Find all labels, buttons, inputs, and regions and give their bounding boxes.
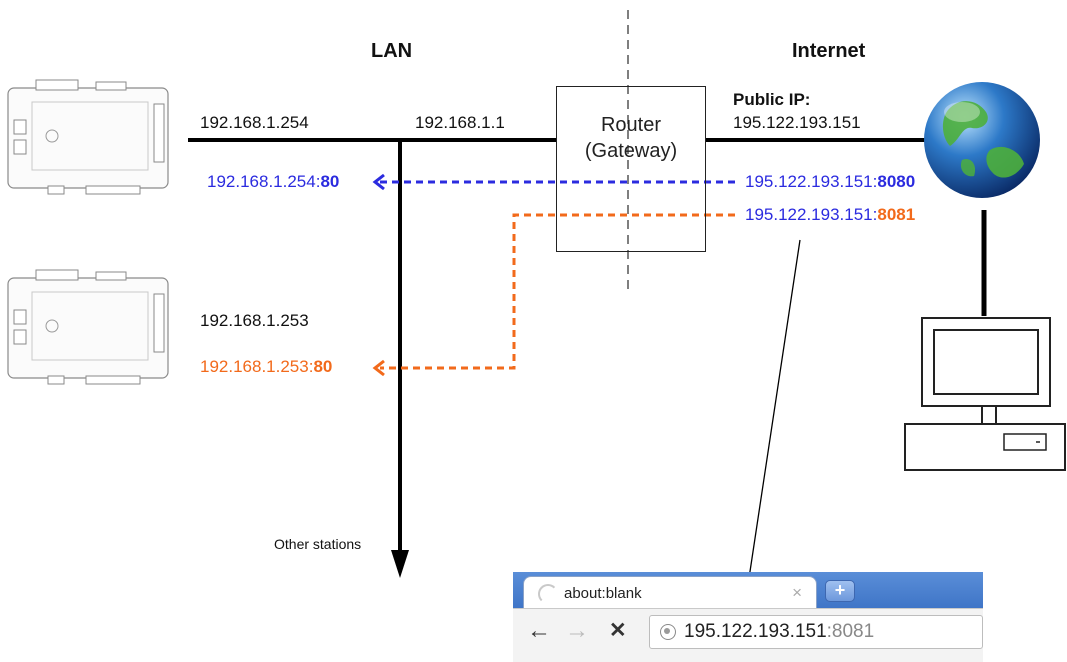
internal-address-blue: 192.168.1.254:80 (207, 172, 339, 192)
controller-device-icon (7, 269, 169, 385)
internal-host: 192.168.1.253: (200, 357, 314, 376)
external-host: 195.122.193.151: (745, 172, 878, 191)
router-lan-ip: 192.168.1.1 (415, 113, 505, 132)
device2-ip: 192.168.1.253 (200, 311, 309, 330)
router-box (556, 86, 706, 252)
globe-icon (924, 82, 1040, 198)
url-pointer-line (745, 239, 801, 599)
external-address-blue: 195.122.193.151:8080 (745, 172, 915, 192)
external-port: 8081 (877, 205, 916, 224)
lan-zone-title: LAN (371, 40, 413, 62)
tab-loading-icon (538, 584, 558, 604)
public-ip-label: Public IP: (733, 90, 811, 109)
tab-title: about:blank (564, 585, 642, 602)
new-tab-button[interactable]: + (825, 580, 855, 602)
internal-port: 80 (320, 172, 340, 191)
internet-zone-title: Internet (792, 40, 866, 62)
browser-tab[interactable]: about:blank × (523, 576, 817, 610)
device1-ip: 192.168.1.254 (200, 113, 309, 132)
back-arrow-icon[interactable]: ← (527, 617, 551, 644)
forward-arrow-icon[interactable]: → (565, 617, 589, 644)
tab-close-icon[interactable]: × (792, 583, 802, 602)
external-address-orange: 195.122.193.151:8081 (745, 205, 915, 225)
controller-device-icon (7, 79, 169, 195)
stop-icon[interactable]: ✕ (609, 619, 627, 642)
browser-tab-strip: about:blank × + (513, 572, 983, 610)
external-host: 195.122.193.151: (745, 205, 878, 224)
router-label-line2: (Gateway) (584, 140, 678, 162)
internal-address-orange: 192.168.1.253:80 (200, 357, 332, 377)
forward-path-orange (380, 213, 735, 370)
external-port: 8080 (877, 172, 916, 191)
internal-port: 80 (313, 357, 333, 376)
forward-arrowhead-orange (372, 359, 385, 377)
router-label-line1: Router (600, 114, 662, 136)
internal-host: 192.168.1.254: (207, 172, 321, 191)
page-globe-icon (660, 624, 676, 640)
address-bar-url: 195.122.193.151:8081 (684, 621, 874, 643)
url-host: 195.122.193.151 (684, 621, 827, 642)
computer-icon (904, 317, 1066, 471)
forward-arrowhead-blue (372, 173, 385, 191)
browser-toolbar: ← → ✕ 195.122.193.151:8081 (513, 608, 983, 662)
url-port: :8081 (826, 621, 875, 642)
other-stations-arrowhead (391, 550, 409, 578)
address-bar[interactable]: 195.122.193.151:8081 (649, 615, 983, 649)
router-label: Router (Gateway) (556, 112, 706, 164)
browser-window: about:blank × + ← → ✕ 195.122.193.151:80… (513, 572, 983, 662)
other-stations-label: Other stations (274, 536, 362, 552)
public-ip-address: 195.122.193.151 (733, 113, 861, 132)
